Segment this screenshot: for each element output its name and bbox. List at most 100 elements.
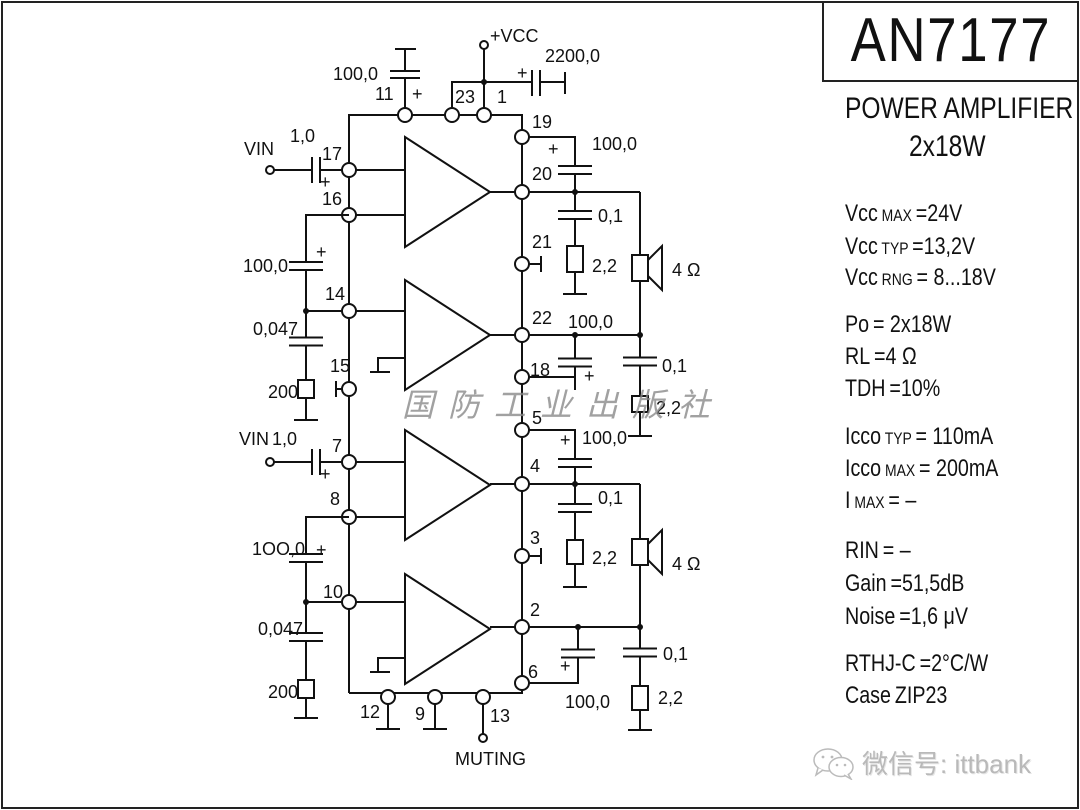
pin-label: 1 bbox=[497, 87, 507, 107]
cap-value: 1,0 bbox=[272, 429, 297, 449]
cap-value: 100,0 bbox=[568, 312, 613, 332]
cap-value: 0,047 bbox=[258, 619, 303, 639]
spec-value: =13,2V bbox=[912, 233, 976, 260]
spec-line: RIN = – bbox=[845, 537, 911, 565]
amplifier-icon bbox=[404, 572, 492, 686]
cap-value: 100,0 bbox=[565, 692, 610, 712]
pin-label: 8 bbox=[330, 489, 340, 509]
pin-17 bbox=[341, 162, 357, 178]
wire bbox=[451, 81, 484, 108]
pin-label: 6 bbox=[528, 662, 538, 682]
spec-value: =24V bbox=[915, 200, 963, 227]
pin-14 bbox=[341, 303, 357, 319]
res-value: 2,2 bbox=[592, 256, 617, 276]
res-value: 200 bbox=[268, 682, 298, 702]
spec-line: Po = 2x18W bbox=[845, 311, 951, 339]
terminal bbox=[479, 40, 489, 50]
spec-symbol: Icco bbox=[845, 455, 882, 482]
pin-label: 9 bbox=[415, 704, 425, 724]
pin-19 bbox=[514, 129, 530, 145]
pin-label: 5 bbox=[532, 408, 542, 428]
wire bbox=[529, 376, 576, 390]
spec-symbol: Po bbox=[845, 311, 870, 338]
spec-value: ZIP23 bbox=[894, 682, 948, 709]
spec-symbol: I bbox=[845, 487, 851, 514]
spec-line: Icco MAX = 200mA bbox=[845, 455, 998, 483]
spec-value: = 8...18V bbox=[916, 264, 996, 291]
cap-value: 1ОО,0 bbox=[252, 539, 305, 559]
spec-value: =10% bbox=[889, 375, 941, 402]
speaker-icon bbox=[631, 538, 649, 566]
spec-value: = – bbox=[882, 537, 911, 564]
wire bbox=[529, 680, 579, 684]
spec-value: = 110mA bbox=[915, 423, 994, 450]
part-number-title: AN7177 bbox=[850, 6, 1052, 75]
pin-label: 20 bbox=[532, 164, 552, 184]
spec-line: I MAX = – bbox=[845, 487, 916, 515]
polarity-mark: + bbox=[517, 63, 528, 83]
spec-symbol: RL bbox=[845, 343, 871, 370]
terminal bbox=[265, 165, 275, 175]
spec-value: = 200mA bbox=[919, 455, 999, 482]
wechat-footer: 微信号: ittbank bbox=[812, 744, 1031, 781]
wechat-icon bbox=[813, 747, 854, 780]
wire bbox=[377, 657, 405, 672]
polarity-mark: + bbox=[560, 430, 571, 450]
wire bbox=[529, 429, 576, 442]
input-label: VIN bbox=[244, 139, 274, 159]
pin-10 bbox=[341, 594, 357, 610]
cap-value: 100,0 bbox=[333, 64, 378, 84]
speaker-icon bbox=[647, 243, 663, 293]
speaker-icon bbox=[631, 254, 649, 282]
resistor-icon bbox=[566, 539, 584, 565]
pin-label: 15 bbox=[330, 356, 350, 376]
pin-label: 3 bbox=[530, 528, 540, 548]
spec-value: =1,6 μV bbox=[899, 603, 968, 630]
polarity-mark: + bbox=[584, 366, 595, 386]
polarity-mark: + bbox=[316, 242, 327, 262]
terminal bbox=[265, 457, 275, 467]
spec-line: RL =4 Ω bbox=[845, 343, 917, 371]
cap-value: 100,0 bbox=[582, 428, 627, 448]
spec-symbol: Vcc bbox=[845, 264, 878, 291]
cap-value: 0,047 bbox=[253, 319, 298, 339]
res-value: 200 bbox=[268, 382, 298, 402]
wire bbox=[529, 136, 576, 148]
spec-value: =51,5dB bbox=[890, 570, 965, 597]
cap-value: 0,1 bbox=[663, 644, 688, 664]
wire bbox=[305, 516, 349, 554]
spec-symbol: Vcc bbox=[845, 200, 878, 227]
res-value: 2,2 bbox=[658, 688, 683, 708]
wire bbox=[305, 214, 349, 262]
power-rating-heading: 2x18W bbox=[909, 130, 986, 163]
pin-label: 11 bbox=[375, 84, 394, 104]
cap-value: 100,0 bbox=[243, 256, 288, 276]
pin-label: 19 bbox=[532, 112, 552, 132]
spec-subscript: TYP bbox=[881, 429, 916, 448]
spec-line: RTHJ-C =2°C/W bbox=[845, 650, 988, 678]
spec-value: = 2x18W bbox=[872, 311, 952, 338]
pin-2 bbox=[514, 619, 530, 635]
pin-label: 22 bbox=[532, 308, 552, 328]
polarity-mark: + bbox=[320, 464, 331, 484]
pin-label: 21 bbox=[532, 232, 552, 252]
spec-symbol: TDH bbox=[845, 375, 886, 402]
spec-line: Case ZIP23 bbox=[845, 682, 947, 710]
spec-symbol: Icco bbox=[845, 423, 882, 450]
pin-15 bbox=[341, 381, 357, 397]
spec-subscript: MAX bbox=[881, 461, 920, 480]
wire bbox=[377, 357, 405, 372]
speaker-icon bbox=[647, 527, 663, 577]
polarity-mark: + bbox=[316, 540, 327, 560]
pin-21 bbox=[514, 256, 530, 272]
cap-value: 0,1 bbox=[662, 356, 687, 376]
pin-label: 14 bbox=[325, 284, 345, 304]
pin-9 bbox=[427, 689, 443, 705]
spec-symbol: Case bbox=[845, 682, 891, 709]
pin-1 bbox=[476, 107, 492, 123]
spec-subscript: MAX bbox=[850, 493, 889, 512]
pin-label: 12 bbox=[360, 702, 380, 722]
pin-4 bbox=[514, 476, 530, 492]
spec-symbol: RTHJ-C bbox=[845, 650, 916, 677]
